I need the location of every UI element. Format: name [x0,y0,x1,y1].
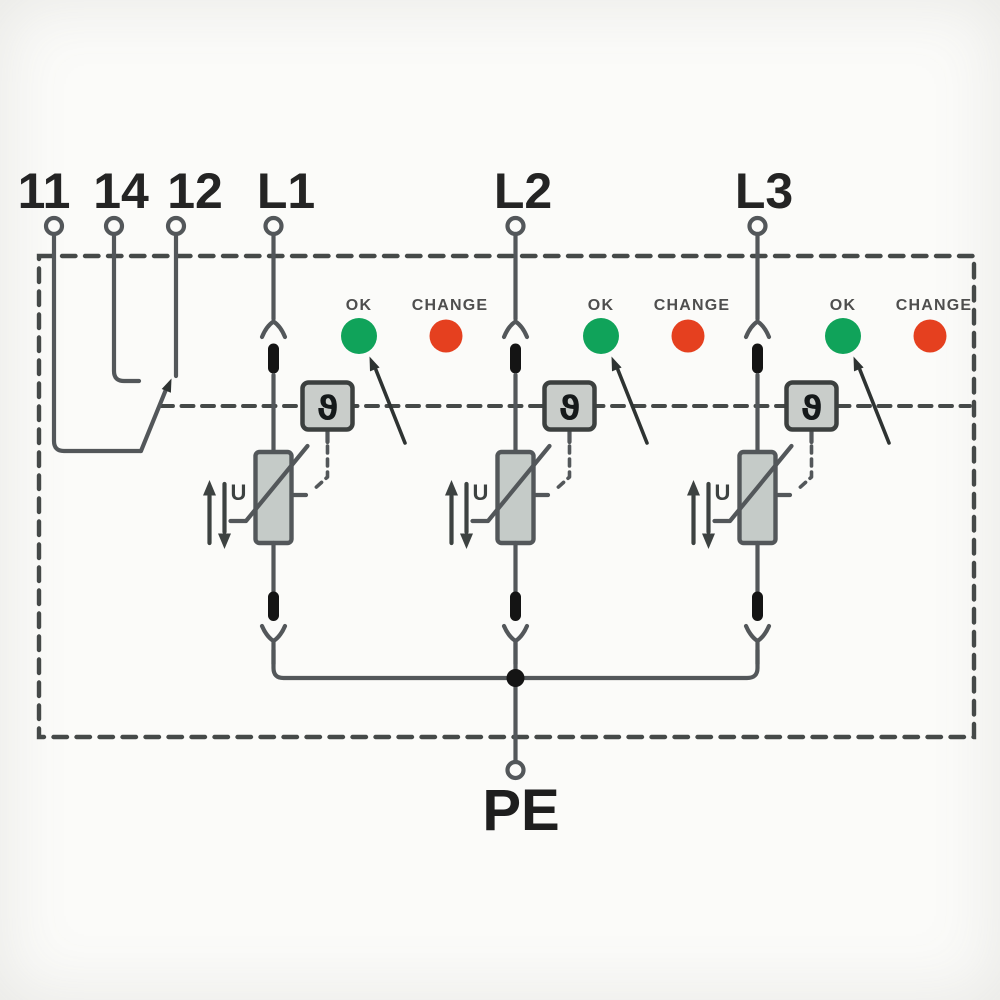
terminal-circle-pe [505,759,526,781]
changeover-switch-blade [138,384,170,454]
phase-terminal-label-l1: L1 [257,163,315,219]
aux-terminal-label-11: 11 [18,163,71,219]
switch-blade-arrow-head [161,378,172,393]
phase-column-l3 [687,218,972,664]
remote-signal-contact-block [43,215,187,454]
aux-terminal-label-14: 14 [93,163,149,219]
aux-wire-14 [111,231,142,384]
terminal-circle-12 [165,215,187,237]
earth-terminal-label: PE [482,778,559,843]
phase-column-l1 [203,218,488,664]
device-outline-dashed [36,253,977,740]
aux-wire-11 [51,231,144,454]
pe-junction-dot [506,669,525,687]
phase-column-l2 [445,218,730,664]
phase-terminal-label-l2: L2 [494,163,552,219]
aux-terminal-label-12: 12 [167,163,223,219]
phase-terminal-label-l3: L3 [735,163,793,219]
terminal-circle-11 [43,215,65,237]
terminal-circle-14 [103,215,125,237]
